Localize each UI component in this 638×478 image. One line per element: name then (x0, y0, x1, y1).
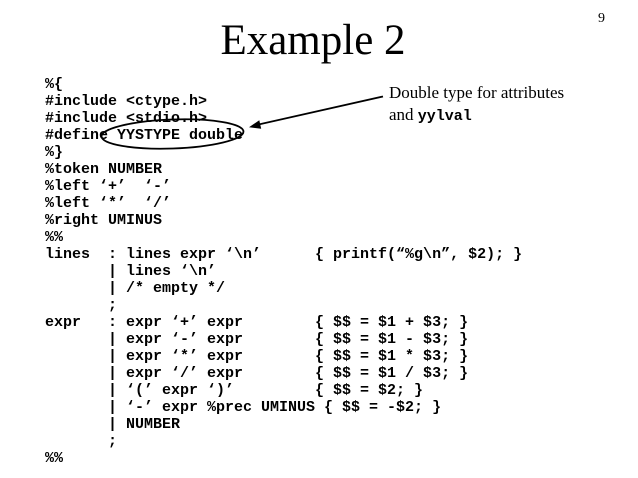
annotation-line2-code: yylval (417, 108, 472, 125)
code-block: %{ #include <ctype.h> #include <stdio.h>… (45, 76, 523, 467)
annotation-callout: Double type for attributes and yylval (389, 82, 564, 128)
annotation-line1: Double type for attributes (389, 83, 565, 102)
page-title: Example 2 (220, 17, 406, 64)
page-number: 9 (598, 11, 605, 26)
annotation-line2: and yylval (389, 104, 564, 128)
annotation-line2-text: and (389, 105, 418, 124)
